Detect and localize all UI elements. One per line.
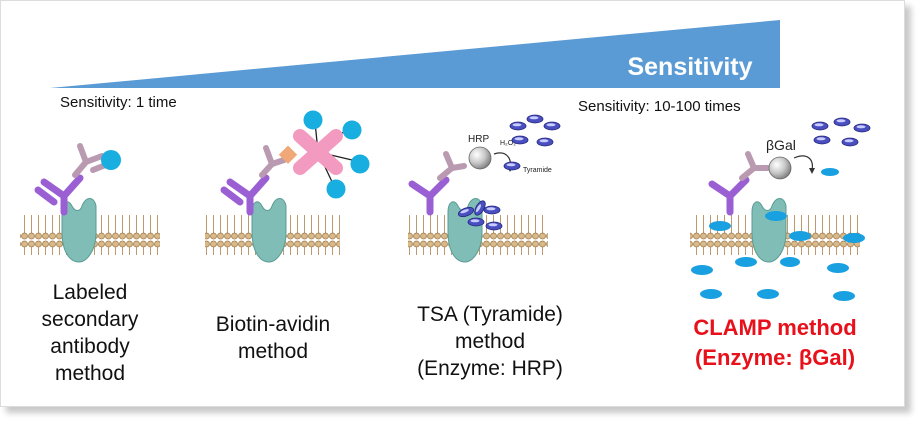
caption-line: method (237, 340, 309, 363)
sensitivity-wedge (50, 20, 780, 88)
panel-tsa: HRP H₂O₂ Tyramide (408, 114, 561, 263)
method-caption-tsa: TSA (Tyramide) method (Enzyme: HRP) (390, 301, 590, 382)
receptor-icon (751, 198, 787, 263)
method-caption-clamp: CLAMP method (Enzyme: βGal) (660, 313, 890, 373)
receptor-icon (251, 198, 287, 263)
method-caption-biotin-avidin: Biotin-avidin method (193, 311, 353, 365)
method-caption-labeled-secondary: Labeled secondary antibody method (20, 279, 160, 387)
caption-line: antibody (50, 335, 130, 358)
primary-antibody-icon (708, 176, 750, 216)
caption-line: method (454, 330, 526, 353)
sensitivity-high-label: Sensitivity: 10-100 times (578, 98, 741, 115)
clamp-enzyme-label: βGal (766, 137, 796, 153)
primary-antibody-icon (220, 174, 270, 216)
receptor-icon (447, 198, 483, 263)
caption-line: Labeled (52, 281, 128, 304)
primary-antibody-icon (408, 176, 450, 216)
biotin-icon (278, 145, 298, 164)
sensitivity-low-label: Sensitivity: 1 time (60, 94, 177, 111)
tsa-substrate-label: Tyramide (523, 167, 552, 174)
caption-line: Biotin-avidin (215, 313, 331, 336)
caption-line: secondary (41, 308, 139, 331)
primary-antibody-icon (34, 174, 84, 216)
panel-biotin-avidin (205, 110, 370, 263)
tsa-reagent-label: H₂O₂ (500, 140, 516, 147)
avidin-complex-icon (293, 110, 370, 199)
panel-clamp: βGal (690, 117, 871, 301)
label-dot-icon (101, 150, 121, 170)
panel-labeled-secondary (20, 143, 160, 263)
sensitivity-banner-label: Sensitivity (627, 53, 752, 81)
receptor-icon (61, 198, 97, 263)
substrate-icon (811, 117, 871, 147)
caption-line: TSA (Tyramide) (417, 303, 563, 326)
secondary-antibody-icon (437, 151, 467, 181)
enzyme-sphere-icon (468, 146, 492, 170)
secondary-antibody-icon (72, 143, 111, 178)
caption-line: (Enzyme: βGal) (694, 345, 856, 370)
product-spots-icon (691, 211, 865, 301)
secondary-antibody-icon (259, 145, 287, 178)
enzyme-sphere-icon (768, 156, 792, 180)
caption-line: (Enzyme: HRP) (417, 357, 563, 380)
tsa-enzyme-label: HRP (468, 134, 489, 145)
reaction-arrow (793, 155, 813, 171)
caption-line: CLAMP method (693, 315, 857, 340)
caption-line: method (54, 362, 126, 385)
secondary-antibody-icon (739, 151, 771, 181)
product-dot-icon (821, 168, 839, 176)
